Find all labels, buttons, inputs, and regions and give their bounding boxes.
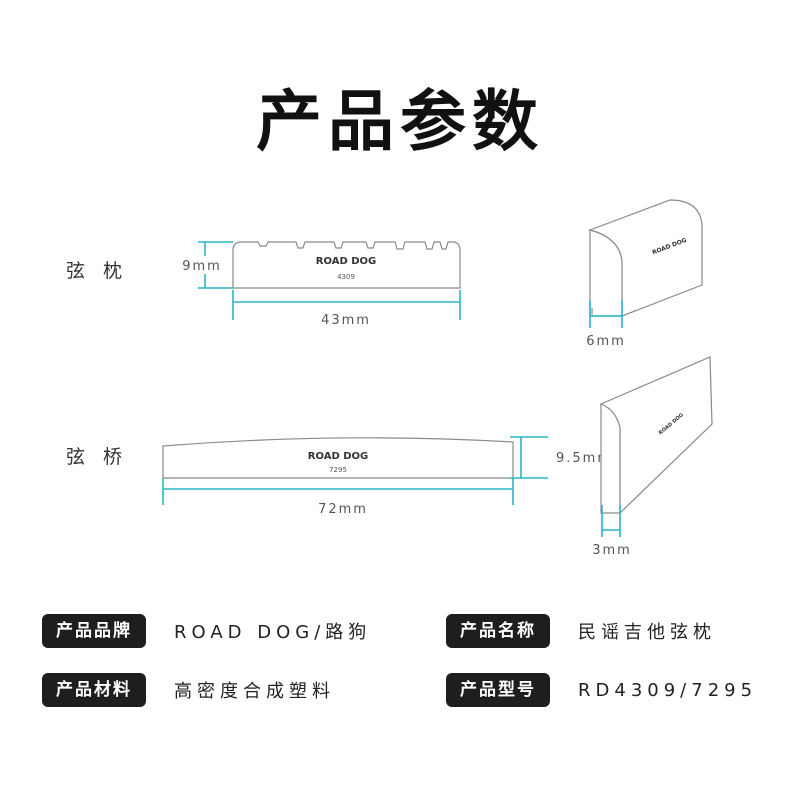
saddle-height-label: 9.5mm xyxy=(556,451,612,466)
spec-name-value: 民谣吉他弦枕 xyxy=(578,622,716,643)
saddle-thickness-label: 3mm xyxy=(592,543,632,558)
saddle-length-dimension xyxy=(162,478,514,505)
nut-3d-view xyxy=(588,199,703,317)
nut-height-label: 9mm xyxy=(182,259,222,274)
page-title: 产品参数 xyxy=(256,83,544,160)
spec-name: 产品名称 民谣吉他弦枕 xyxy=(446,614,716,648)
spec-model-label: 产品型号 xyxy=(446,673,550,707)
spec-brand-label: 产品品牌 xyxy=(42,614,146,648)
saddle-brand-text: ROAD DOG xyxy=(308,451,368,462)
spec-name-label: 产品名称 xyxy=(446,614,550,648)
spec-model: 产品型号 RD4309/7295 xyxy=(446,673,757,707)
nut-thickness-label: 6mm xyxy=(586,334,626,349)
product-diagram: ROAD DOG 4309 9mm 43mm ROAD DOG 6mm ROAD… xyxy=(162,199,713,558)
saddle-thickness-dimension xyxy=(601,505,621,537)
nut-thickness-dimension xyxy=(589,300,623,328)
saddle-front-view: ROAD DOG 7295 xyxy=(162,437,514,479)
nut-code-text: 4309 xyxy=(337,273,355,281)
saddle-length-label: 72mm xyxy=(318,502,368,517)
nut-front-view: ROAD DOG 4309 xyxy=(232,241,461,289)
nut-length-dimension xyxy=(232,290,461,320)
spec-material-value: 高密度合成塑料 xyxy=(174,681,335,702)
nut-length-label: 43mm xyxy=(321,313,371,328)
nut-brand-text: ROAD DOG xyxy=(316,256,376,267)
spec-brand: 产品品牌 ROAD DOG/路狗 xyxy=(42,614,371,648)
spec-model-value: RD4309/7295 xyxy=(578,679,758,701)
spec-material: 产品材料 高密度合成塑料 xyxy=(42,673,335,707)
saddle-row-label: 弦 桥 xyxy=(66,446,129,468)
nut-row-label: 弦 枕 xyxy=(66,260,129,282)
spec-material-label: 产品材料 xyxy=(42,673,146,707)
saddle-height-dimension xyxy=(510,436,548,479)
spec-brand-value: ROAD DOG/路狗 xyxy=(174,622,372,643)
saddle-3d-view xyxy=(599,356,713,515)
saddle-code-text: 7295 xyxy=(329,466,347,474)
